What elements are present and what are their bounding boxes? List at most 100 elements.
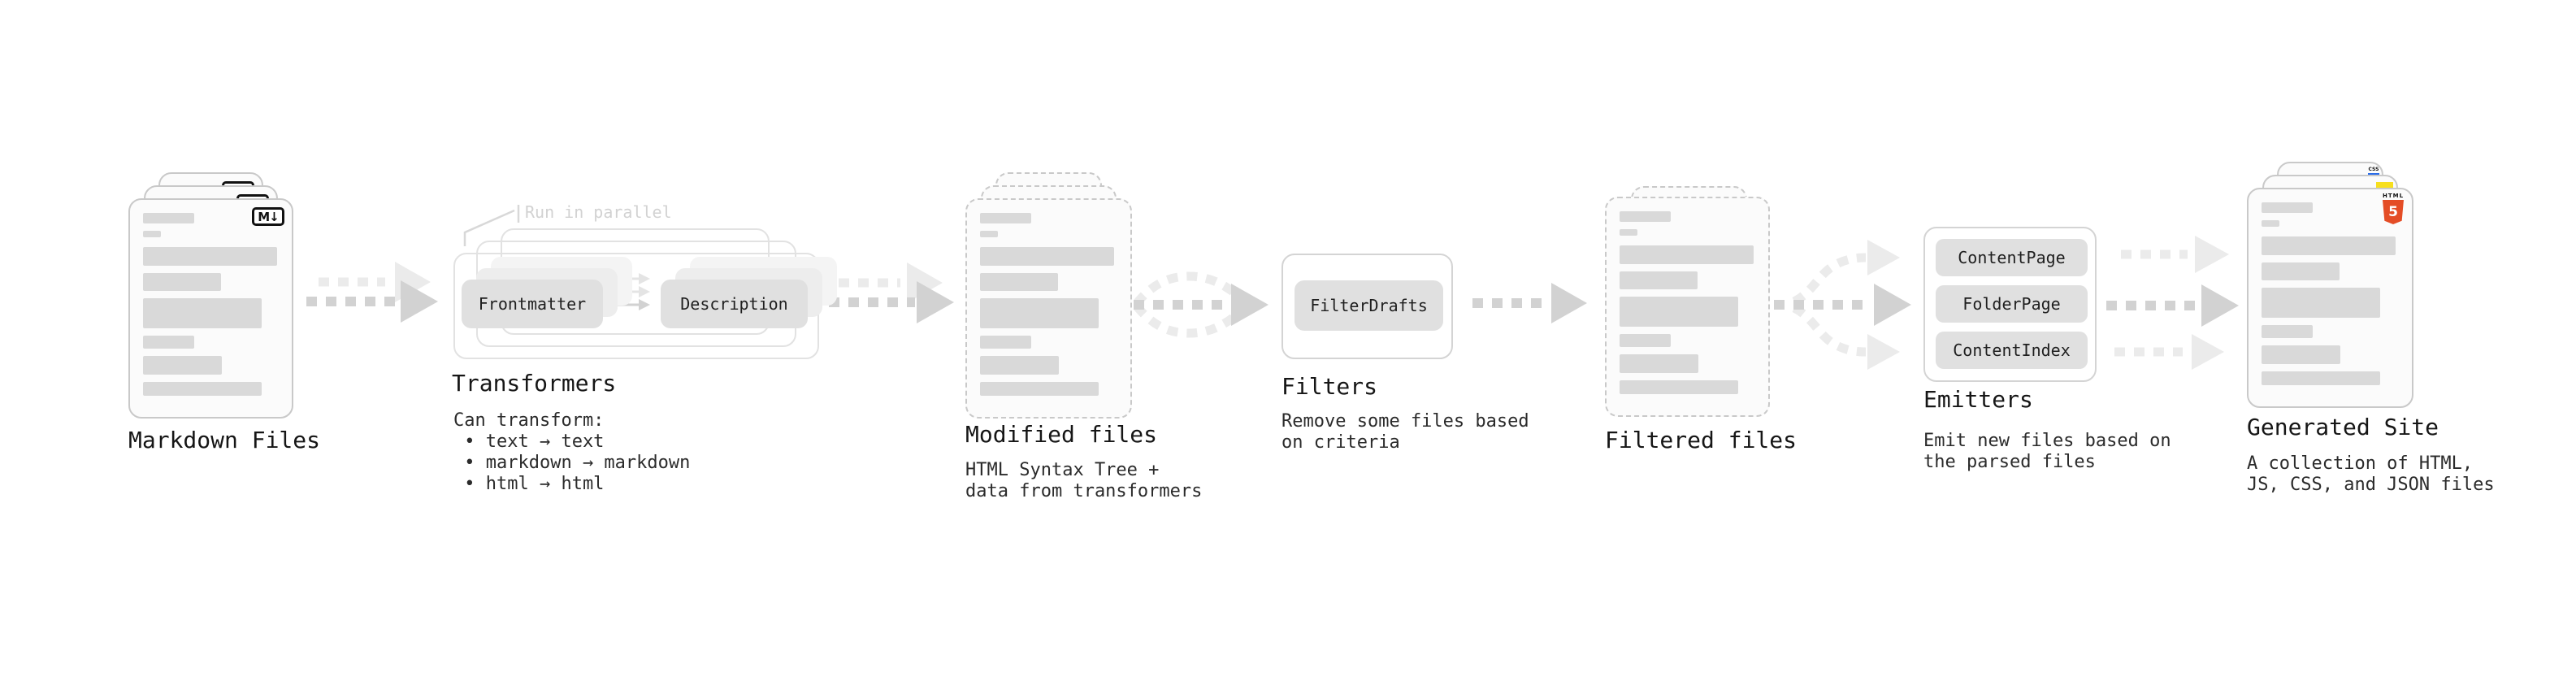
placeholder-bar [143,298,262,328]
css-badge-bar [2368,173,2379,176]
placeholder-bar [980,231,998,237]
file-content-placeholder [1620,211,1755,401]
placeholder-bar [2262,288,2380,318]
desc-line: • markdown → markdown [453,453,691,473]
split-curve [1792,253,1867,306]
placeholder-bar [2262,220,2279,227]
placeholder-bar [2262,236,2396,255]
modified-files-stack [965,172,1132,419]
emitters-panel: ContentPage FolderPage ContentIndex [1923,227,2097,382]
desc-line: Remove some files based [1281,411,1529,432]
placeholder-bar [980,336,1031,349]
placeholder-bar [980,247,1114,266]
emitters-label: Emitters [1923,386,2033,413]
desc-line: Emit new files based on [1923,431,2171,451]
desc-line: Can transform: [453,410,605,431]
placeholder-bar [980,356,1059,375]
filters-panel: FilterDrafts [1281,254,1453,359]
filtered-files-stack [1605,186,1770,419]
placeholder-bar [1620,380,1738,394]
placeholder-bar [2262,325,2313,338]
placeholder-bar [2262,262,2340,280]
file-card [1605,197,1770,417]
run-in-parallel-annotation: Run in parallel [525,202,672,222]
arrow-modified-to-filters [1133,271,1268,338]
desc-line: HTML Syntax Tree + [965,460,1160,480]
desc-line: A collection of HTML, [2247,453,2474,474]
placeholder-bar [1620,211,1671,222]
html5-shield: 5 [2383,200,2404,224]
arrow-filtered-to-emitters [1774,240,1911,370]
css-badge-label: CSS [2368,167,2379,172]
placeholder-bar [143,273,221,291]
file-card: HTML 5 [2247,188,2413,408]
placeholder-bar [2262,202,2313,213]
arrow-head [2201,284,2239,327]
arrow-head [2195,236,2229,273]
arrow-head [2192,334,2224,370]
placeholder-bar [980,382,1099,396]
file-content-placeholder [143,213,279,403]
desc-line: on criteria [1281,432,1400,453]
placeholder-bar [1620,334,1671,347]
arrow-transformers-to-modified [829,262,954,323]
arrow-head [1867,334,1900,370]
generated-site-description: A collection of HTML, JS, CSS, and JSON … [2247,453,2495,496]
frontmatter-pill: Frontmatter [462,280,603,328]
modified-files-label: Modified files [965,421,1158,448]
merge-curve [1133,303,1244,338]
desc-line: • html → html [453,474,605,494]
file-card: M↓ [128,198,293,419]
html5-badge-icon: HTML 5 [2383,193,2404,224]
placeholder-bar [1620,297,1738,327]
markdown-badge-icon: M↓ [252,207,284,226]
markdown-files-label: Markdown Files [128,427,321,453]
placeholder-bar [2262,371,2380,385]
placeholder-bar [143,382,262,396]
placeholder-bar [980,213,1031,223]
placeholder-bar [143,213,194,223]
placeholder-bar [143,231,161,237]
placeholder-bar [2262,345,2340,364]
arrow-emitters-to-generated [2106,236,2239,370]
placeholder-bar [1620,271,1698,289]
arrow-head [1867,240,1900,275]
contentpage-pill: ContentPage [1936,239,2088,276]
filters-label: Filters [1281,373,1378,400]
filtered-files-label: Filtered files [1605,427,1798,453]
generated-site-label: Generated Site [2247,414,2439,440]
split-curve [1792,304,1867,357]
placeholder-bar [1620,229,1637,236]
html5-badge-label: HTML [2383,193,2405,199]
filterdrafts-pill: FilterDrafts [1295,280,1443,331]
merge-curve [1133,271,1244,306]
placeholder-bar [143,356,222,375]
placeholder-bar [1620,354,1698,373]
contentindex-pill: ContentIndex [1936,332,2088,369]
arrow-markdown-to-transformers [306,262,438,323]
arrow-head [1874,284,1911,326]
desc-line: data from transformers [965,481,1203,501]
generated-site-stack: CSS HTML 5 [2247,162,2413,409]
description-pill: Description [661,280,808,328]
arrow-head [917,281,954,323]
placeholder-bar [980,298,1099,328]
transformers-description: Can transform: • text → text • markdown … [453,410,690,495]
placeholder-bar [980,273,1058,291]
css-badge-icon: CSS [2368,167,2379,176]
placeholder-bar [1620,245,1754,264]
placeholder-bar [143,247,277,266]
desc-line: JS, CSS, and JSON files [2247,475,2495,495]
markdown-files-stack: M↓ M↓ M↓ [128,172,293,419]
file-card [965,198,1132,419]
arrow-head [1231,284,1268,326]
desc-line: the parsed files [1923,452,2096,472]
filters-description: Remove some files based on criteria [1281,411,1529,453]
arrow-head [907,262,943,303]
js-badge-icon [2376,182,2393,190]
transformers-label: Transformers [452,370,617,397]
arrow-head [395,262,431,302]
file-content-placeholder [2262,202,2399,393]
folderpage-pill: FolderPage [1936,285,2088,323]
